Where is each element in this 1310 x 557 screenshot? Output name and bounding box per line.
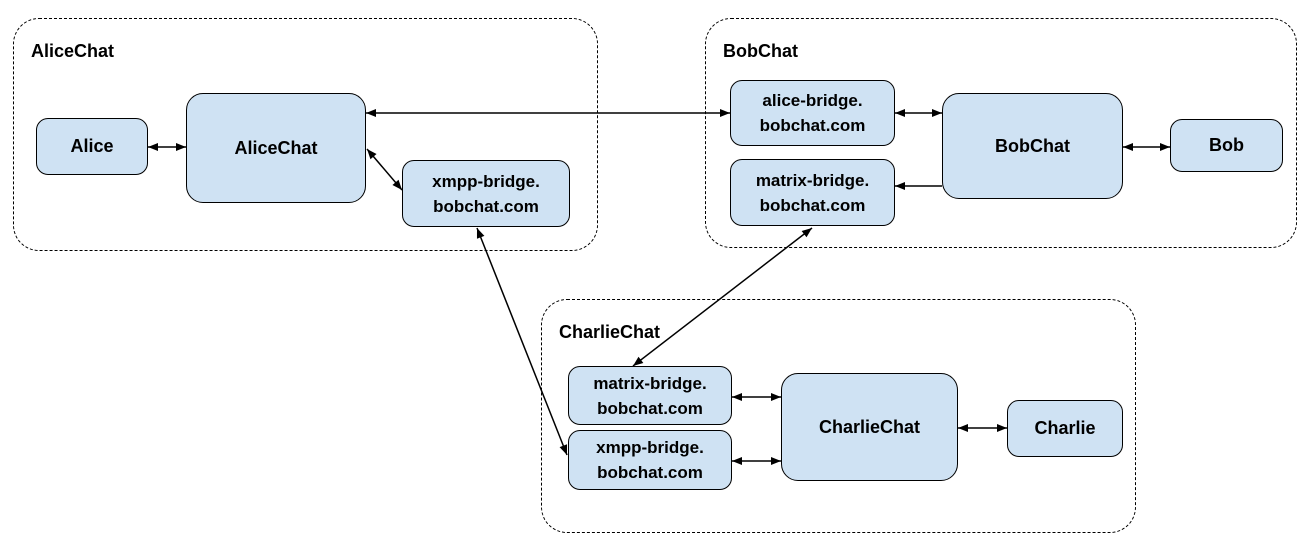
node-bobchat-server: BobChat — [942, 93, 1123, 199]
node-alice: Alice — [36, 118, 148, 175]
node-alicechat-server: AliceChat — [186, 93, 366, 203]
node-bob: Bob — [1170, 119, 1283, 172]
node-charliechat-server: CharlieChat — [781, 373, 958, 481]
group-alicechat-label: AliceChat — [31, 41, 115, 61]
group-bobchat: BobChat — [705, 18, 1297, 248]
group-charliechat-label: CharlieChat — [559, 322, 661, 342]
node-alice-bridge-bobchat: alice-bridge. bobchat.com — [730, 80, 895, 146]
node-matrix-bridge-bobchat: matrix-bridge. bobchat.com — [730, 159, 895, 226]
node-xmpp-bridge-alicechat: xmpp-bridge. bobchat.com — [402, 160, 570, 227]
group-bobchat-label: BobChat — [723, 41, 798, 61]
node-xmpp-bridge-charliechat: xmpp-bridge. bobchat.com — [568, 430, 732, 490]
node-charlie: Charlie — [1007, 400, 1123, 457]
group-alicechat: AliceChat — [13, 18, 598, 251]
node-matrix-bridge-charliechat: matrix-bridge. bobchat.com — [568, 366, 732, 425]
